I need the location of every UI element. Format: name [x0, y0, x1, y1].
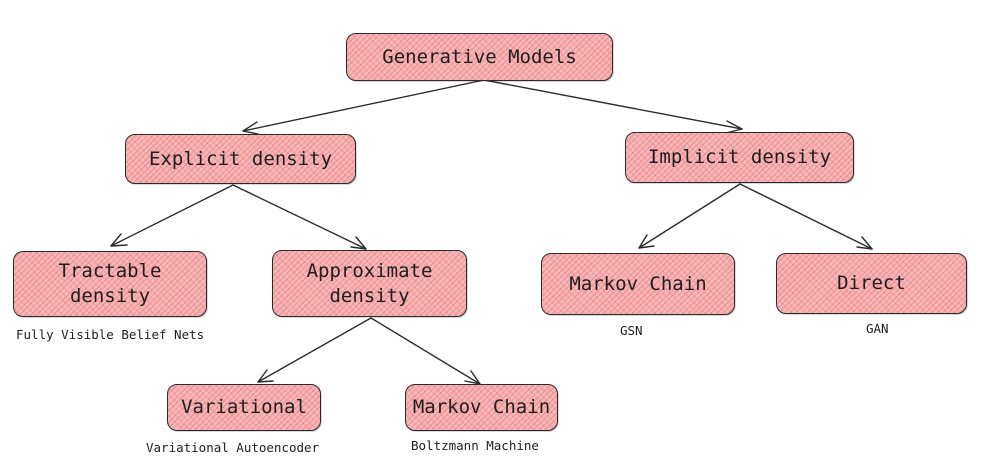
caption-direct: GAN	[866, 321, 889, 336]
node-markov-chain-implicit: Markov Chain	[541, 253, 735, 315]
caption-markov-chain-implicit: GSN	[620, 323, 643, 338]
edge-explicit-tractable	[110, 184, 234, 247]
node-markov-chain-implicit-label: Markov Chain	[569, 272, 707, 295]
node-explicit-density-label: Explicit density	[148, 147, 333, 170]
arrowhead-implicit-direct	[856, 236, 873, 250]
arrowhead-approximate-variational	[257, 369, 274, 383]
node-variational-label: Variational	[181, 396, 307, 419]
caption-markov-chain-approx: Boltzmann Machine	[411, 438, 539, 453]
node-tractable-density: Tractable density	[13, 251, 207, 317]
arrowhead-explicit-approximate	[350, 236, 367, 250]
edge-implicit-markov	[638, 183, 741, 249]
node-direct: Direct	[776, 253, 967, 314]
edge-implicit-direct	[739, 183, 873, 250]
edge-approximate-markov	[370, 317, 481, 385]
node-markov-chain-approx-label: Markov Chain	[412, 396, 551, 419]
edge-root-explicit	[242, 79, 485, 132]
node-variational: Variational	[167, 384, 321, 431]
node-generative-models: Generative Models	[346, 33, 613, 81]
caption-variational: Variational Autoencoder	[146, 440, 320, 455]
node-generative-models-label: Generative Models	[382, 45, 577, 68]
arrowhead-root-implicit	[725, 120, 743, 134]
node-tractable-density-label: Tractable density	[58, 260, 162, 307]
edge-approximate-variational	[257, 317, 372, 383]
arrowhead-explicit-tractable	[110, 233, 128, 247]
node-approximate-density-label: Approximate density	[306, 259, 433, 307]
node-direct-label: Direct	[837, 272, 906, 295]
edge-root-implicit	[483, 79, 743, 130]
edge-explicit-approximate	[232, 184, 367, 250]
node-implicit-density-label: Implicit density	[647, 146, 832, 169]
node-implicit-density: Implicit density	[625, 132, 854, 183]
arrowhead-implicit-markov	[638, 234, 655, 249]
arrowhead-root-explicit	[242, 121, 259, 135]
caption-tractable: Fully Visible Belief Nets	[16, 327, 205, 342]
node-markov-chain-approx: Markov Chain	[405, 384, 558, 431]
node-approximate-density: Approximate density	[272, 250, 467, 317]
node-explicit-density: Explicit density	[125, 134, 356, 184]
